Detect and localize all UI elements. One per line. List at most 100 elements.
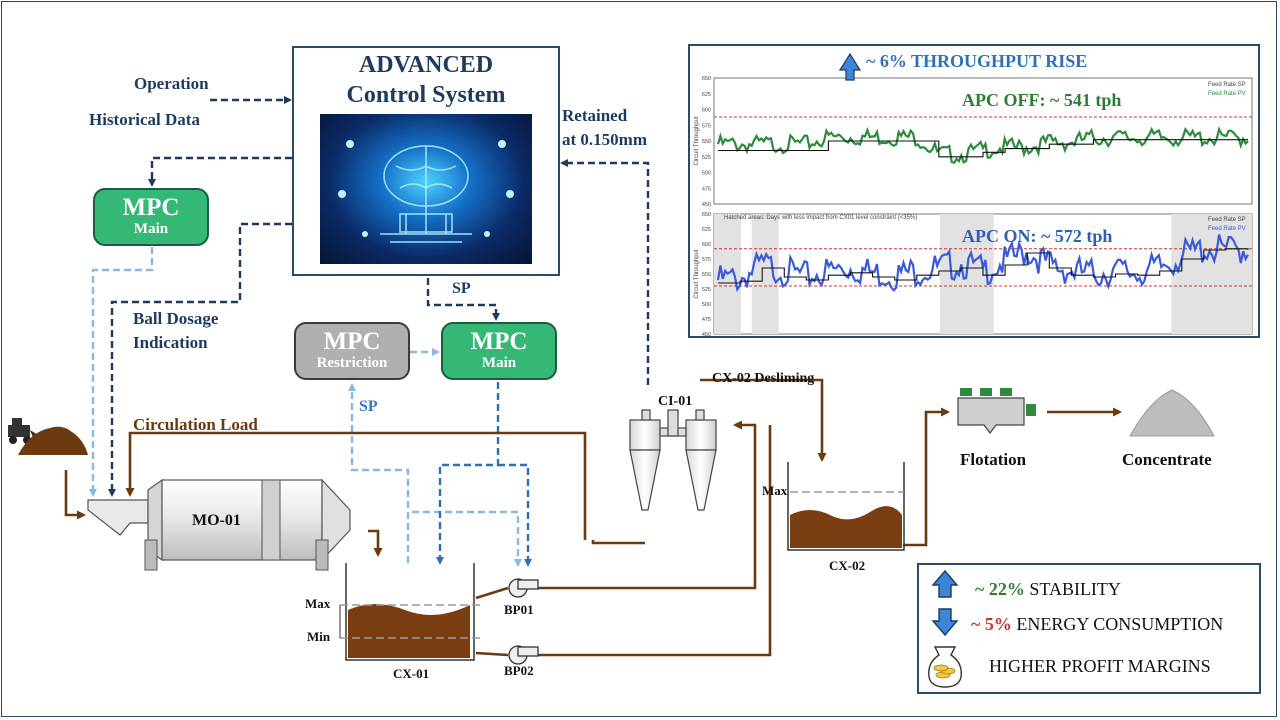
retained-label-line1: Retained [562,106,628,125]
tank2-label: CX-02 [829,558,866,573]
chart-1-series-sp [718,248,1249,284]
energy-label: ENERGY CONSUMPTION [1016,614,1224,634]
energy-value: ~ 5% [971,614,1012,634]
acs-title-line2: Control System [346,82,506,108]
stability-label: STABILITY [1029,579,1121,599]
mpc-main-center: MPC Main [441,322,557,380]
pump-bp02 [508,645,539,665]
retained-label-line2: at 0.150mm [562,130,647,149]
flotation-cell [957,388,1036,434]
chart-1-ytick: 500 [702,302,711,308]
energy-row: ~ 5% ENERGY CONSUMPTION [971,614,1223,635]
legend-pv-top: Feed Rate PV [1208,91,1246,97]
mpc-restriction: MPC Restriction [294,322,410,380]
chart-0-plot-area [713,77,1253,205]
hatched-note: Hatched areas: Days with less impact fro… [724,215,918,221]
chart-0-ytick: 500 [702,171,711,177]
mpc-restriction-title: MPC [323,328,381,355]
hatched-area-3 [1171,214,1252,334]
legend-pv-bottom: Feed Rate PV [1208,226,1246,232]
ball-mill [87,478,351,571]
legend-sp-top: Feed Rate SP [1208,82,1246,88]
tank1-max-label: Max [305,596,331,611]
mpc-main-left: MPC Main [93,188,209,246]
pump2-label: BP02 [504,663,534,678]
profit-label: HIGHER PROFIT MARGINS [989,656,1211,676]
legend-sp-bottom: Feed Rate SP [1208,217,1246,223]
mpc-main-center-title: MPC [470,328,528,355]
mpc-main-center-sub: Main [481,355,517,371]
results-panel: ~ 22% STABILITY ~ 5% ENERGY CONSUMPTION … [917,563,1261,694]
ai-brain-image [320,114,532,264]
hatched-area-1 [751,214,779,334]
chart-1-ytick: 450 [702,332,711,336]
chart-0-ytick: 650 [702,76,711,82]
historical-data-label: Historical Data [89,110,200,129]
flotation-label: Flotation [960,450,1027,469]
sp-label-top: SP [452,280,471,297]
apc-on-label: APC ON: ~ 572 tph [962,226,1113,246]
chart-1-ytick: 600 [702,242,711,248]
sp-label-left: SP [359,398,378,415]
tank1-label: CX-01 [393,666,430,681]
chart-0-ytick: 550 [702,139,711,145]
chart-1-ytick: 525 [702,287,711,293]
control-lines-light [89,247,522,567]
ore-pile-icon [18,426,88,455]
tank-cx01 [339,563,480,661]
chart-1-ytick: 550 [702,272,711,278]
chart-1-ytick: 475 [702,317,711,323]
stability-value: ~ 22% [975,579,1025,599]
results-icons [928,569,962,688]
chart-0-ytick: 625 [702,92,711,98]
throughput-arrow-up-icon [838,52,862,81]
ball-dosage-label-line1: Ball Dosage [133,309,219,328]
chart-0-ytick: 475 [702,186,711,192]
desliming-label: CX-02 Desliming [712,371,815,386]
tank-cx02 [787,462,905,551]
cyclone-ci01 [629,409,717,511]
circulation-load-label: Circulation Load [133,415,258,434]
cyclone-label: CI-01 [658,394,693,409]
operation-label: Operation [134,74,209,93]
concentrate-label: Concentrate [1122,450,1212,469]
chart-headline: ~ 6% THROUGHPUT RISE [866,51,1088,71]
chart-0-ytick: 525 [702,155,711,161]
mpc-restriction-sub: Restriction [316,355,388,371]
pump1-label: BP01 [504,602,534,617]
tank1-min-label: Min [307,629,331,644]
tank2-max-label: Max [762,483,788,498]
mill-label: MO-01 [192,512,241,529]
pump-bp01 [508,578,539,598]
profit-row: HIGHER PROFIT MARGINS [989,656,1211,677]
brain-circuit-icon [338,140,514,243]
chart-0-ytick: 450 [702,202,711,208]
chart-1-ytick: 575 [702,257,711,263]
control-lines-blue [436,382,532,567]
money-bag-icon [928,646,962,688]
chart-1-ytick: 625 [702,227,711,233]
chart-1-ylabel: Circuit Throughput [694,249,700,299]
apc-off-label: APC OFF: ~ 541 tph [962,90,1122,110]
concentrate-pile-icon [1129,389,1215,437]
arrow-up-icon [931,569,959,598]
ball-dosage-label-line2: Indication [133,333,208,352]
mpc-main-left-sub: Main [133,221,169,237]
process-lines [64,378,1122,657]
chart-0-series-pv [716,126,1249,165]
chart-0-ylabel: Circuit Throughput [694,116,700,166]
chart-0-ytick: 600 [702,108,711,114]
control-lines-navy [108,96,650,497]
advanced-control-system: ADVANCED Control System [292,46,560,276]
arrow-down-icon [931,608,959,637]
chart-0-ytick: 575 [702,123,711,129]
acs-title-line1: ADVANCED [358,52,494,78]
mpc-main-left-title: MPC [122,194,180,221]
chart-1-ytick: 650 [702,212,711,218]
stability-row: ~ 22% STABILITY [975,579,1121,600]
